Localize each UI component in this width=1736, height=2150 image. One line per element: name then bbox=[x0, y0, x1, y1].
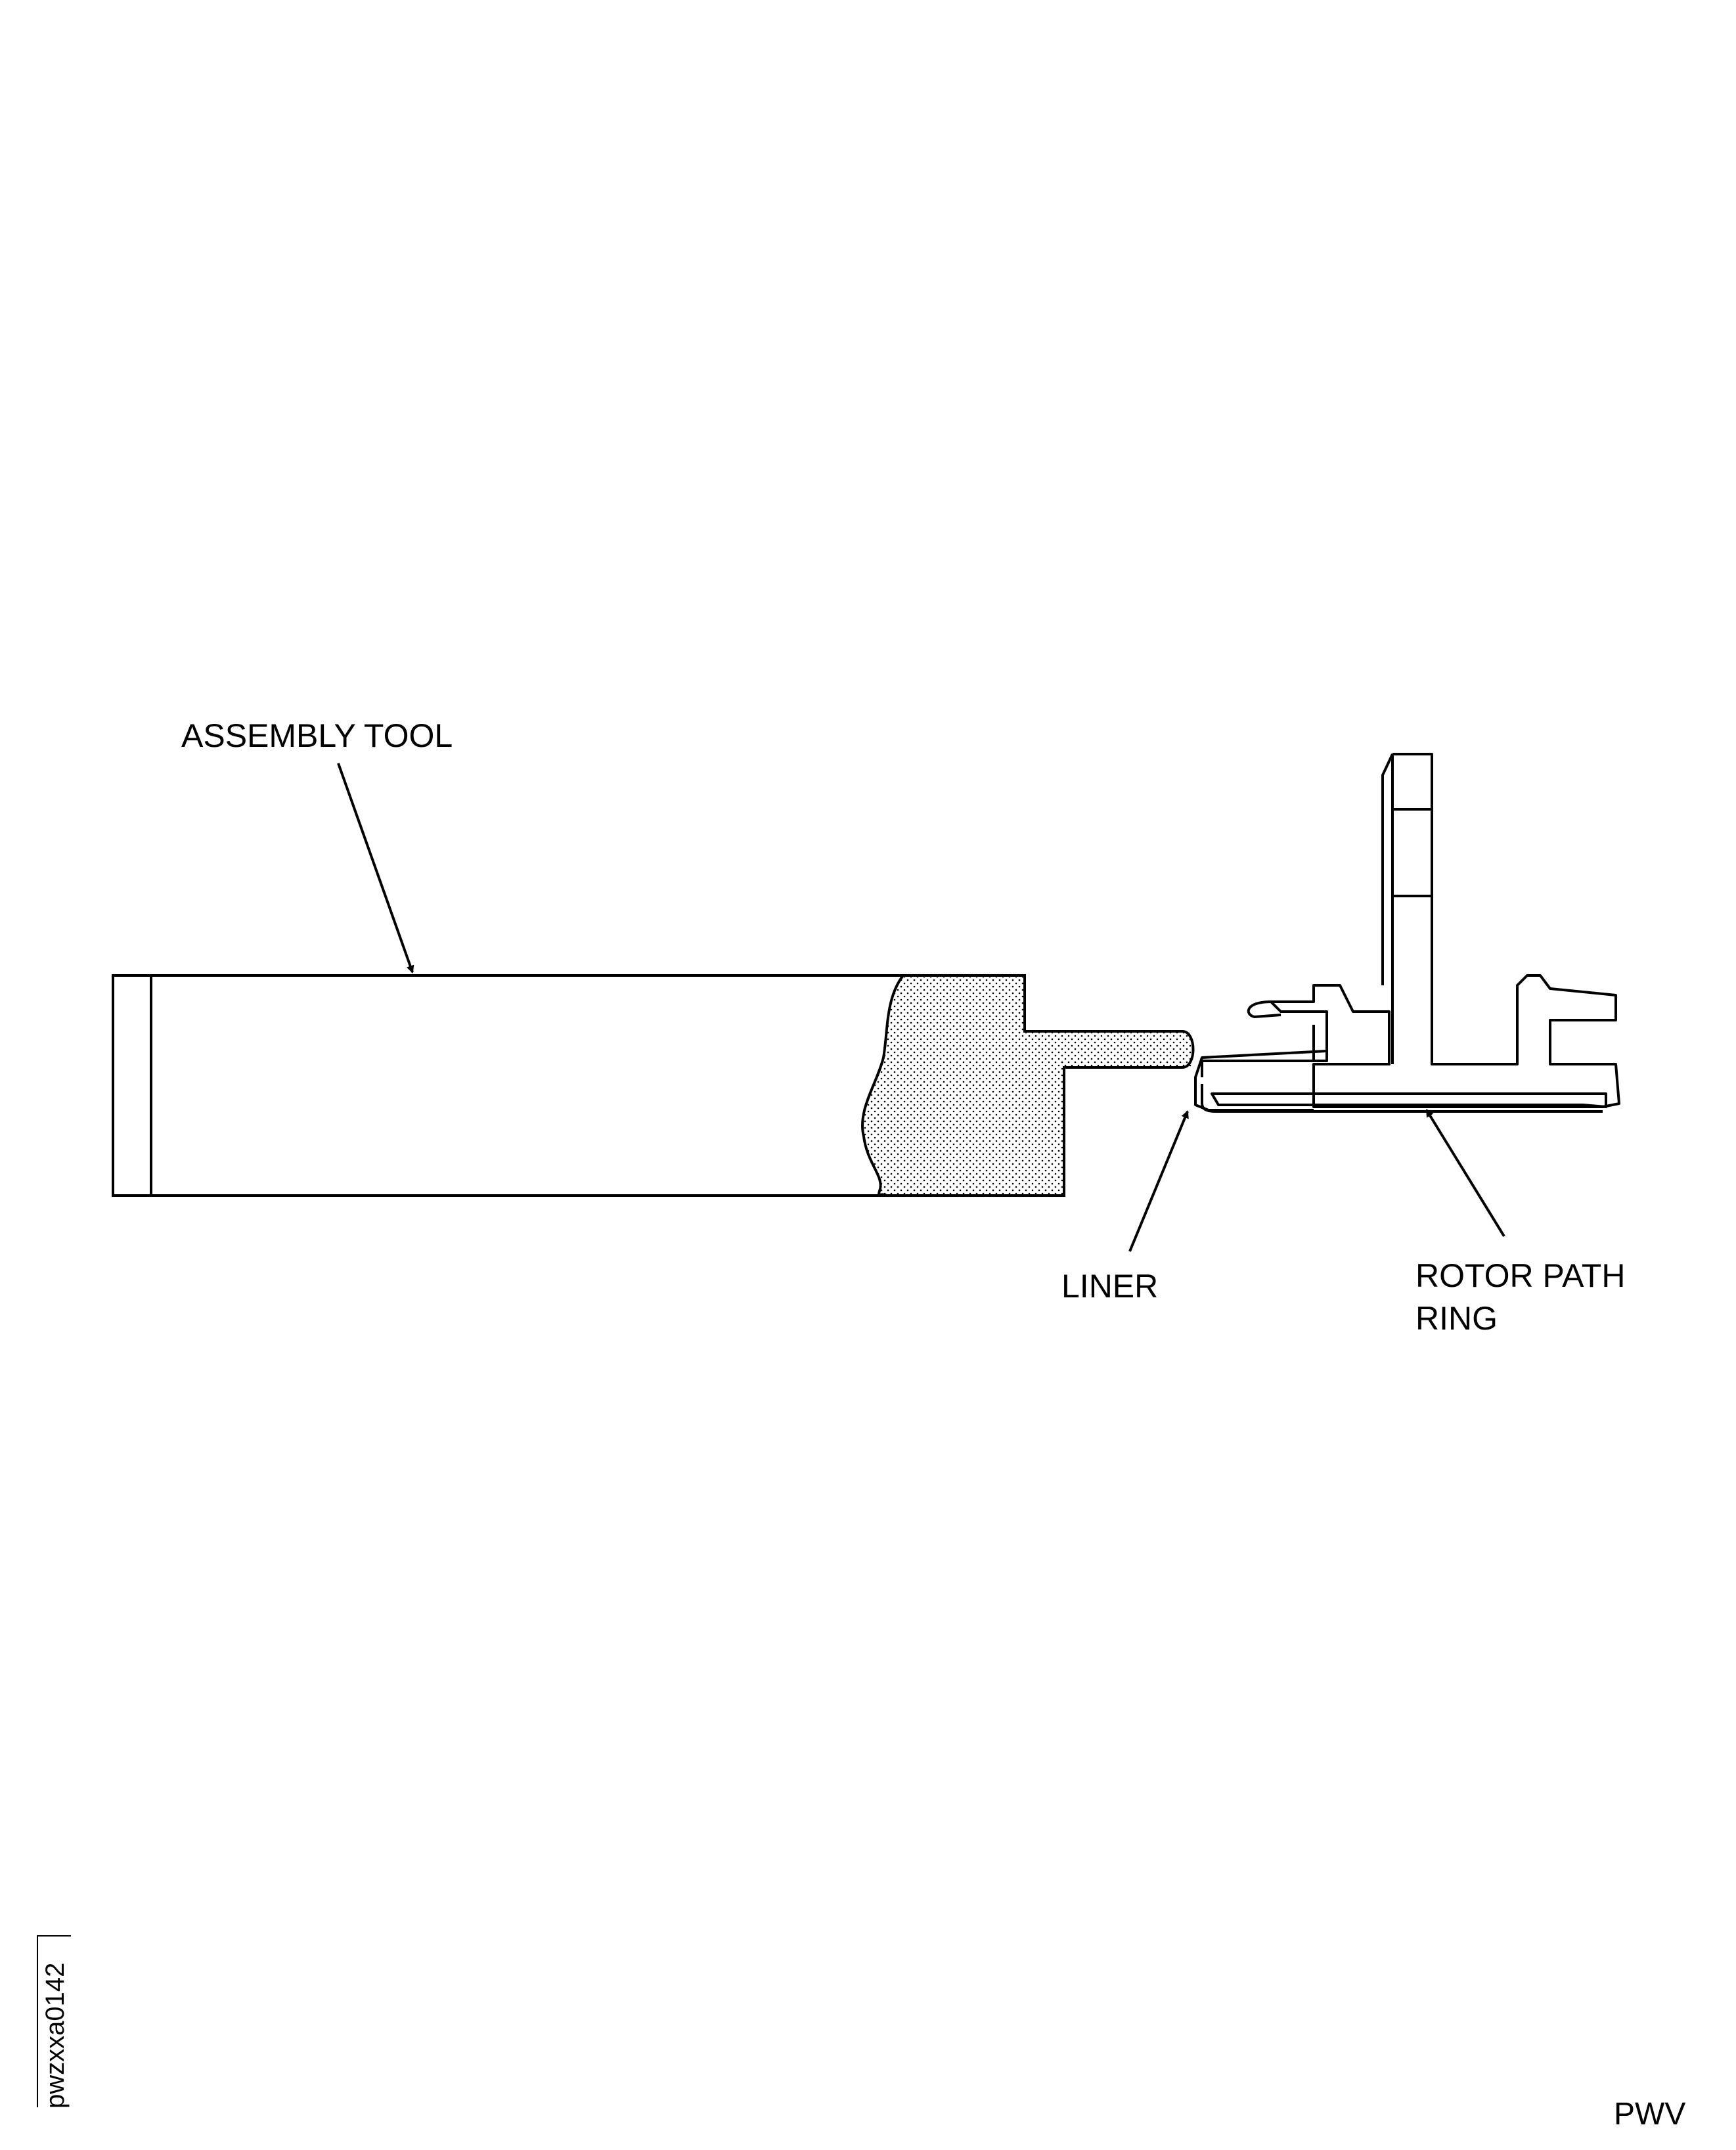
footer-mark: PWV bbox=[1614, 2097, 1686, 2132]
assembly-tool-label: ASSEMBLY TOOL bbox=[181, 717, 453, 754]
assembly-tool-leader bbox=[337, 763, 414, 974]
liner-strip bbox=[1201, 1084, 1603, 1113]
liner-leader bbox=[1128, 1110, 1189, 1252]
hook-outline bbox=[1201, 1012, 1328, 1077]
figure-code: pwzxxa0142 bbox=[41, 1962, 70, 2109]
figure-code-bracket bbox=[37, 1935, 38, 2107]
rotor-path-ring-label-line2: RING bbox=[1415, 1300, 1498, 1337]
flange-outline bbox=[1194, 753, 1620, 1111]
rotor-path-ring bbox=[1211, 1092, 1607, 1108]
rotor-path-ring-assembly bbox=[1194, 753, 1620, 1113]
assembly-tool-outline bbox=[112, 974, 1195, 1197]
assembly-tool bbox=[112, 974, 1195, 1197]
rotor-path-ring-leader bbox=[1425, 1109, 1505, 1238]
liner-label: LINER bbox=[1061, 1268, 1159, 1305]
assembly-tool-stipple-edge bbox=[861, 974, 904, 1197]
rotor-path-ring-label-line1: ROTOR PATH bbox=[1415, 1257, 1626, 1294]
flange-upper-chamfer bbox=[1381, 753, 1394, 985]
assembly-tool-stipple-section bbox=[862, 975, 1193, 1196]
figure-code-bracket-top bbox=[37, 1935, 71, 1937]
hook-tip bbox=[1247, 1000, 1281, 1018]
leader-lines bbox=[337, 763, 1505, 1252]
